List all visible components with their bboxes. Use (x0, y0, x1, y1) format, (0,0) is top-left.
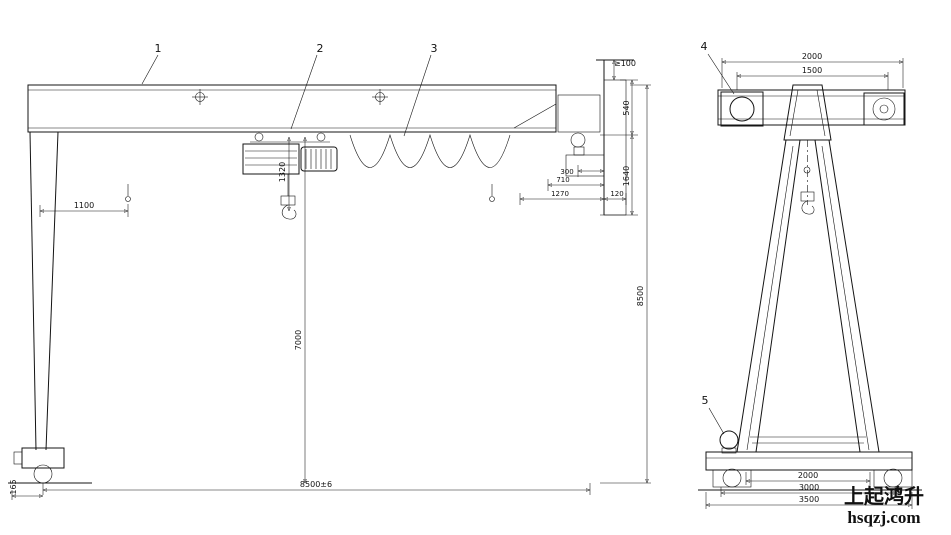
dimension-1640: 1640 (600, 135, 638, 216)
side-dimensions: 2000 1500 2000 3000 3500 (705, 52, 913, 509)
hook-block (280, 195, 296, 206)
dimension-540: 540 (600, 79, 638, 136)
callout-5-leader (708, 407, 725, 435)
side-callouts: 4 5 (701, 40, 735, 435)
dimension-label: 7000 (294, 330, 303, 350)
dimension-top-1500: 1500 (736, 66, 889, 90)
logo: 上起鸿升 hsqzj.com (844, 484, 924, 527)
hoist-drum (242, 143, 300, 175)
wall-rail-wheel (570, 132, 586, 148)
cable-pendant (125, 184, 131, 202)
side-view (698, 84, 922, 491)
dimension-span: 8500±6 (42, 480, 591, 495)
front-dimensions: ≥100 540 1640 8500 300 (9, 59, 651, 500)
callout-4-leader (707, 53, 735, 95)
hook (281, 204, 297, 220)
dimension-label: 165 (9, 479, 18, 494)
dimension-label: 540 (622, 100, 631, 115)
dimension-label: 2000 (798, 471, 818, 480)
callout-3: 3 (431, 42, 438, 55)
front-view (8, 59, 634, 484)
dimension-label: 2000 (802, 52, 822, 61)
hoist-trolley (242, 132, 338, 220)
dimension-label: 1640 (622, 166, 631, 186)
hoist-motor (300, 146, 338, 172)
wall-rail (573, 146, 585, 156)
wall-end-carriage (557, 94, 601, 133)
dimension-8500-height: 8500 (600, 84, 651, 484)
dimension-label: 3500 (799, 495, 819, 504)
dimension-1100: 1100 (39, 201, 129, 217)
dimension-label: 1320 (278, 162, 287, 182)
dimension-label: 1270 (551, 190, 569, 198)
logo-brand-text: 上起鸿升 (844, 484, 924, 508)
buffer (13, 451, 23, 465)
hook-block (800, 191, 815, 202)
gantry-leg (8, 131, 92, 484)
hook-assembly (800, 140, 815, 215)
callout-5: 5 (702, 394, 709, 407)
travel-wheel (722, 468, 742, 488)
girder-bolt-mark (372, 89, 388, 105)
girder-section (783, 84, 832, 141)
callout-2: 2 (317, 42, 324, 55)
dimension-label: 8500 (636, 286, 645, 306)
drive-wheel (729, 96, 755, 122)
idle-wheel (872, 97, 896, 121)
bottom-sill (698, 430, 922, 491)
dimension-7000: 7000 (294, 137, 305, 483)
hook (801, 200, 815, 215)
dimension-label: 300 (560, 168, 573, 176)
idle-wheel-block (863, 92, 905, 126)
callout-2-leader (290, 54, 318, 130)
dimension-1320: 1320 (278, 137, 289, 211)
logo-site-text: hsqzj.com (847, 508, 920, 527)
wall-and-rail-bracket (557, 59, 634, 216)
callout-4: 4 (701, 40, 708, 53)
dimension-label: 3000 (799, 483, 819, 492)
dimension-label: ≥100 (614, 59, 636, 68)
drive-wheel-block (720, 91, 764, 127)
a-frame-legs (736, 139, 880, 453)
dimension-120: 120 (604, 190, 627, 205)
wall-corbel (565, 154, 605, 177)
dimension-bot-3000: 3000 (720, 483, 898, 497)
dimension-bot-3500: 3500 (705, 492, 913, 509)
drive-motor (719, 430, 739, 450)
wheel-housing (712, 469, 752, 488)
dimension-label: 710 (556, 176, 569, 184)
travel-wheel (883, 468, 903, 488)
dimension-label: 1500 (802, 66, 822, 75)
dimension-bot-2000: 2000 (745, 471, 871, 485)
end-carriage (717, 89, 906, 127)
festoon-cable (349, 133, 511, 168)
girder-bolt-mark (192, 89, 208, 105)
dimension-gap: ≥100 (614, 59, 636, 80)
dimension-label: 8500±6 (300, 480, 332, 489)
callout-1: 1 (155, 42, 162, 55)
front-callouts: 1 2 3 (141, 42, 438, 137)
dimension-top-2000: 2000 (721, 52, 904, 88)
dimension-1270: 1270 (519, 190, 604, 205)
callout-1-leader (141, 54, 159, 85)
dimension-label: 120 (610, 190, 623, 198)
dimension-300: 300 (560, 165, 604, 177)
callout-3-leader (403, 54, 432, 137)
dimension-165: 165 (9, 479, 43, 500)
dimension-710: 710 (547, 176, 604, 191)
main-girder (27, 84, 557, 133)
dimension-label: 1100 (74, 201, 94, 210)
cable-pendant (489, 184, 495, 202)
